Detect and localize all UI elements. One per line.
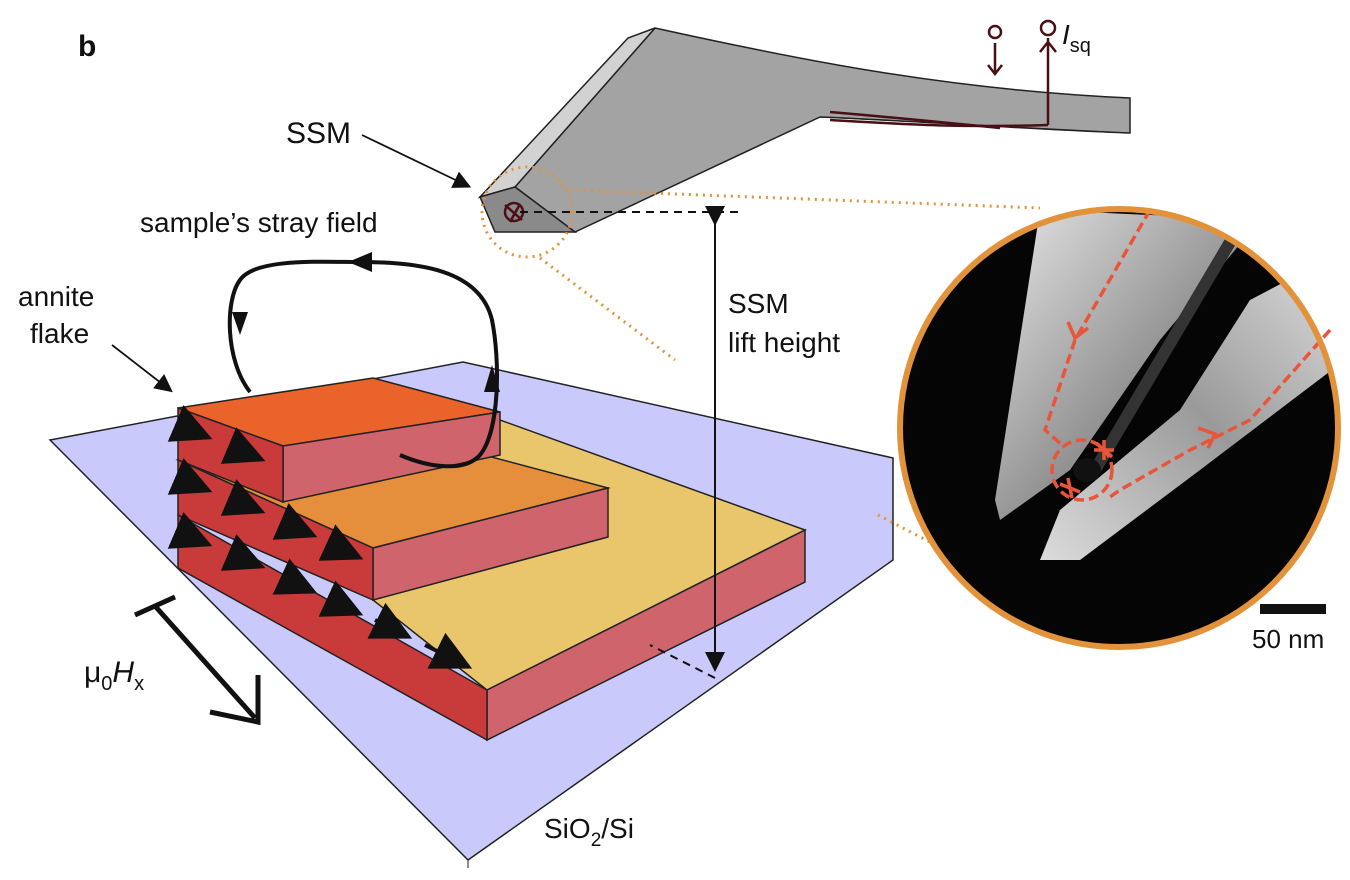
sem-inset xyxy=(897,206,1341,650)
field-label: μ0Hx xyxy=(84,656,144,695)
field-direction-arrow xyxy=(133,594,261,726)
substrate-label: SiO2/Si xyxy=(544,813,634,851)
annite-label-line1: annite xyxy=(18,281,94,312)
ssm-label: SSM xyxy=(286,117,351,150)
stray-field-label: sample’s stray field xyxy=(140,207,378,238)
zoom-ring xyxy=(897,206,1341,650)
current-path-overlay xyxy=(1042,209,1332,502)
lift-height-label-line1: SSM xyxy=(728,288,789,319)
stray-field-loop xyxy=(227,252,500,469)
ssm-pointer-arrow xyxy=(361,134,472,188)
scale-bar-label: 50 nm xyxy=(1252,624,1324,654)
panel-label: b xyxy=(78,30,96,63)
annite-flake xyxy=(167,377,807,742)
lift-height-label-line2: lift height xyxy=(728,327,840,358)
junction-markers xyxy=(1059,321,1218,499)
scale-bar xyxy=(1260,604,1326,614)
lift-height-indicator xyxy=(520,206,740,679)
annite-label-line2: flake xyxy=(30,318,89,349)
magnetization-arrows xyxy=(167,405,473,669)
annite-pointer-arrow xyxy=(111,344,173,393)
zoom-connector xyxy=(480,165,1041,557)
current-label: Isq xyxy=(1062,19,1091,57)
ssm-cantilever: Isq xyxy=(477,19,1131,233)
